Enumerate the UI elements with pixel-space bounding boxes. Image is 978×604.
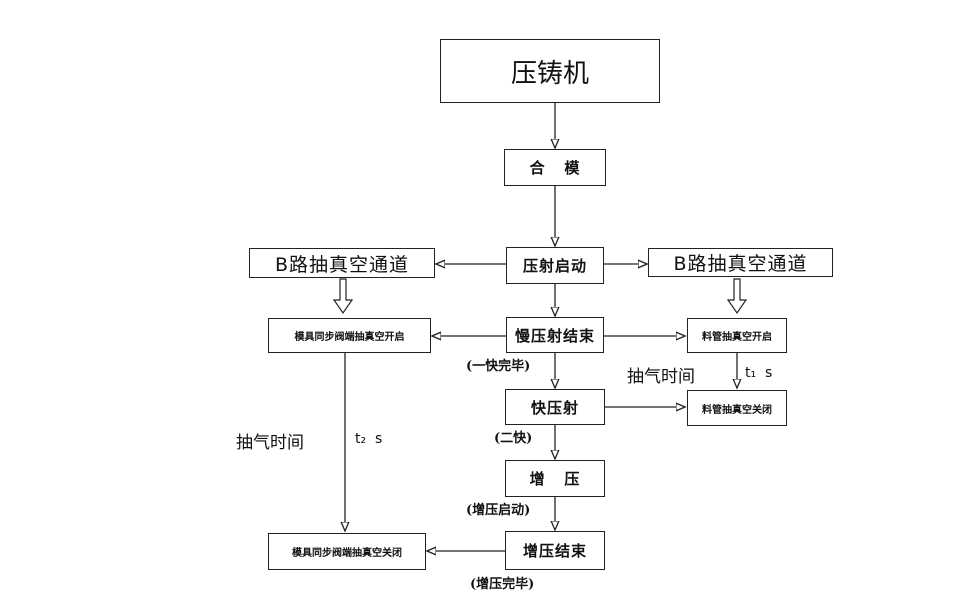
shot-start-box: 压射启动	[506, 247, 604, 284]
boost-end-note: (增压完毕)	[470, 577, 535, 592]
right-pump-time-var: t₁ s	[745, 365, 773, 381]
boost-label: 增 压	[529, 470, 581, 488]
left-vacuum-close-box: 模具同步阀端抽真空关闭	[268, 533, 426, 570]
left-vacuum-channel-box: B路抽真空通道	[249, 248, 435, 278]
right-pump-time-label: 抽气时间	[627, 367, 695, 387]
right-vacuum-channel-label: B路抽真空通道	[673, 253, 808, 275]
fast-shot-box: 快压射	[505, 389, 605, 425]
slow-shot-end-label: 慢压射结束	[514, 326, 595, 345]
shot-start-label: 压射启动	[522, 257, 587, 275]
slow-shot-end-note: (一快完毕)	[466, 359, 531, 374]
left-vacuum-open-box: 模具同步阀端抽真空开启	[268, 318, 431, 353]
boost-end-label: 增压结束	[522, 542, 587, 560]
close-mold-label: 合 模	[529, 159, 581, 177]
right-vacuum-open-box: 料管抽真空开启	[687, 318, 787, 353]
fast-shot-label: 快压射	[530, 398, 579, 417]
die-casting-machine-box: 压铸机	[440, 39, 660, 103]
left-vacuum-close-label: 模具同步阀端抽真空关闭	[292, 548, 402, 559]
boost-box: 增 压	[505, 460, 605, 497]
close-mold-box: 合 模	[504, 149, 606, 186]
fast-shot-note: (二快)	[494, 431, 533, 446]
hollow-arrow-right	[726, 278, 748, 315]
left-vacuum-channel-label: B路抽真空通道	[274, 253, 410, 276]
boost-end-box: 增压结束	[505, 531, 605, 570]
slow-shot-end-box: 慢压射结束	[506, 317, 604, 353]
left-vacuum-open-label: 模具同步阀端抽真空开启	[294, 332, 405, 343]
left-pump-time-var: t₂ s	[355, 431, 383, 447]
left-pump-time-label: 抽气时间	[236, 433, 304, 453]
die-casting-machine-label: 压铸机	[510, 58, 589, 89]
right-vacuum-close-label: 料管抽真空关闭	[702, 404, 772, 416]
right-vacuum-channel-box: B路抽真空通道	[648, 248, 833, 277]
boost-note: (增压启动)	[466, 503, 531, 518]
hollow-arrow-left	[332, 278, 354, 315]
right-vacuum-open-label: 料管抽真空开启	[702, 332, 772, 343]
right-vacuum-close-box: 料管抽真空关闭	[687, 390, 787, 426]
